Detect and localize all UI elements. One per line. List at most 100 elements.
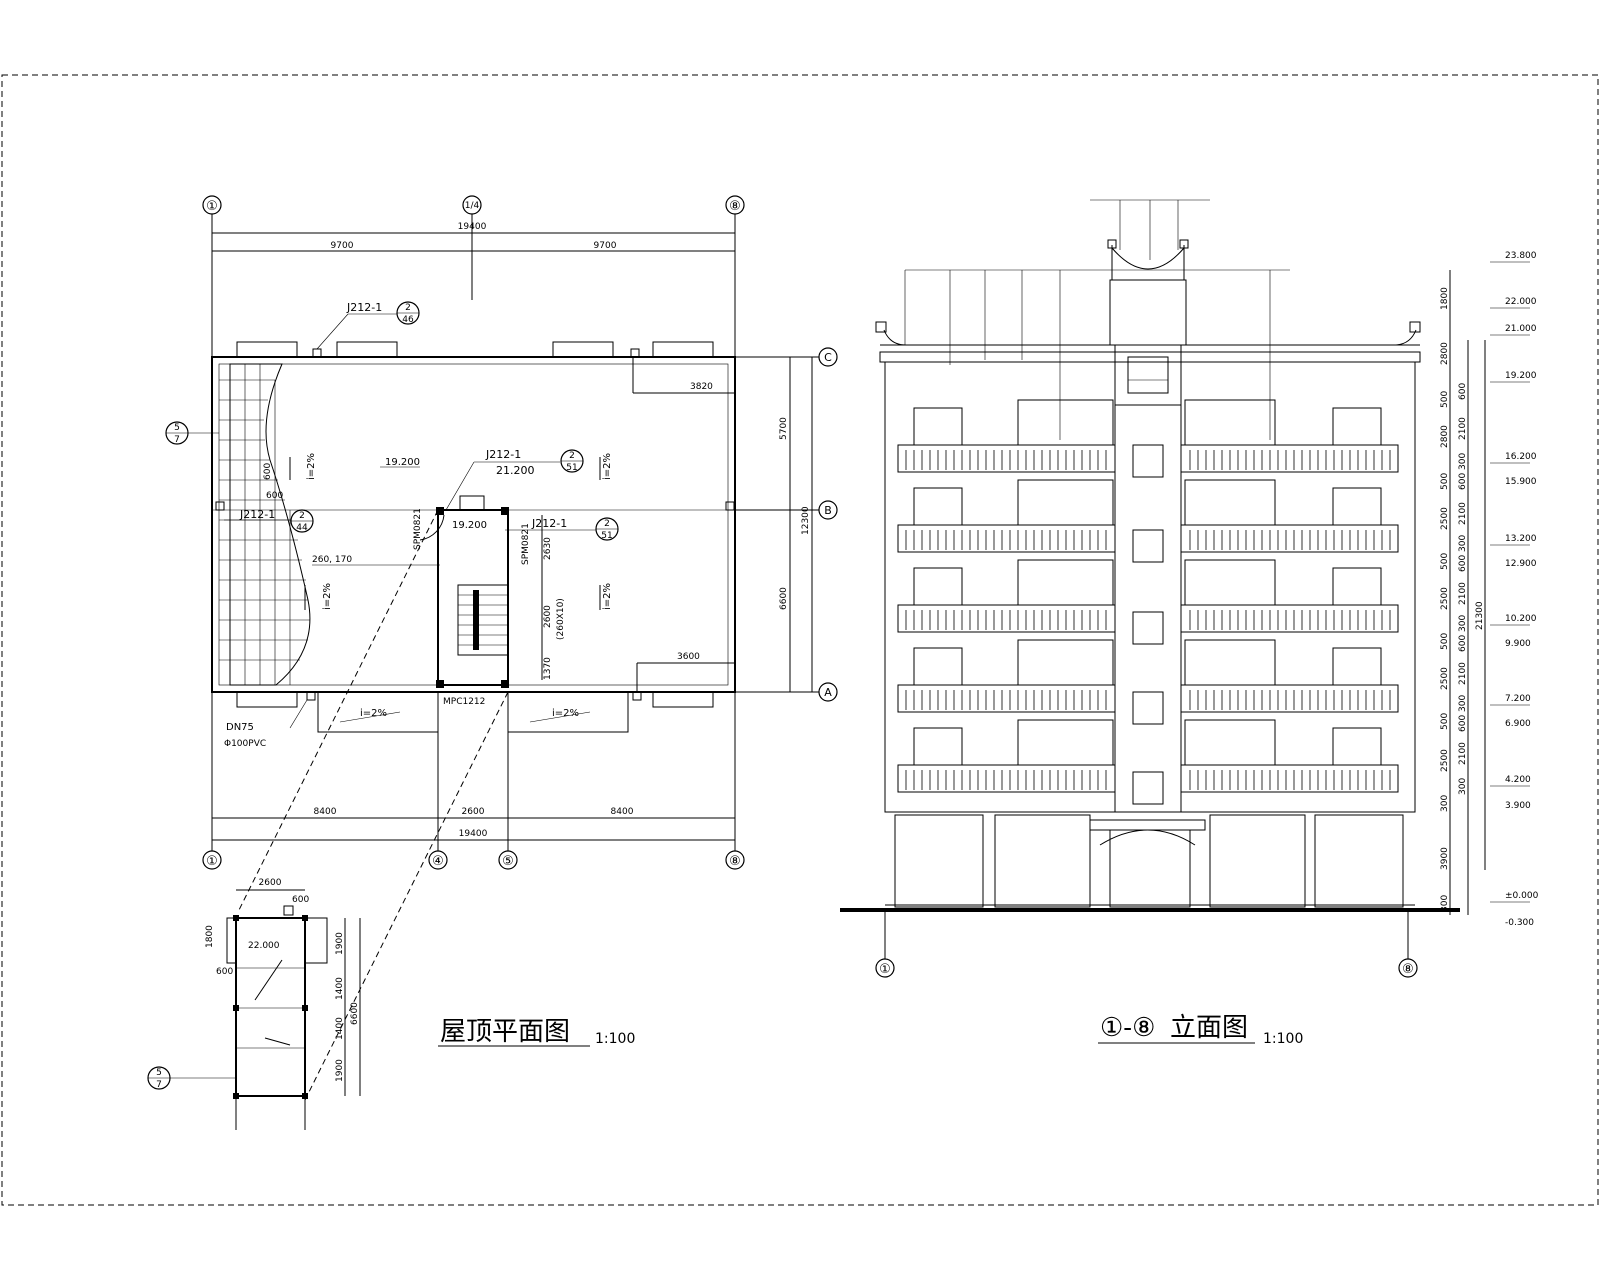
- stair-dim: 1370: [543, 657, 553, 680]
- dim: 600: [1458, 635, 1468, 652]
- sheet-border: [1, 74, 1599, 1206]
- detail-ref-sheet: 44: [296, 523, 308, 533]
- stair-roof-detail: 2600 600 22.000 1800 600 1900 1400 1400 …: [147, 878, 361, 1130]
- dim: 300: [1440, 795, 1450, 812]
- level: 6.900: [1505, 719, 1531, 729]
- dim: 600: [1458, 473, 1468, 490]
- slope-label: i=2%: [602, 453, 613, 480]
- dim-right: 1900: [335, 1059, 345, 1082]
- dim: 300: [1458, 695, 1468, 712]
- dim: 2100: [1458, 582, 1468, 605]
- small-dim: 600: [263, 463, 273, 480]
- dim-total: 21300: [1475, 601, 1485, 630]
- dim-total-top: 19400: [458, 222, 487, 232]
- slope-label: i=2%: [602, 583, 613, 610]
- dim: 300: [1458, 453, 1468, 470]
- dim-right: 1400: [335, 1017, 345, 1040]
- detail-ref-elev: 21.200: [496, 464, 535, 477]
- dim: 2100: [1458, 417, 1468, 440]
- elevation-title: 立面图: [1170, 1013, 1248, 1043]
- dim-left: 600: [216, 967, 233, 977]
- slope-label: i=2%: [306, 453, 317, 480]
- axis-label: B: [824, 504, 832, 517]
- spot-elevation: 22.000: [248, 941, 280, 951]
- dim-bottom: 2600: [462, 807, 485, 817]
- detail-ref-num: 2: [299, 511, 305, 521]
- detail-ref: J212-1: [239, 508, 275, 521]
- section-ref-num: 5: [174, 423, 180, 433]
- slope-label: i=2%: [322, 583, 333, 610]
- dim-right: 5700: [779, 417, 789, 440]
- detail-ref-num: 2: [569, 451, 575, 461]
- spot-elevation: 19.200: [452, 520, 487, 531]
- dim: 2600: [259, 878, 282, 888]
- dim-right: 1900: [335, 932, 345, 955]
- dim-3600: 3600: [677, 652, 700, 662]
- section-ref-sheet: 7: [174, 435, 180, 445]
- dim-top: 9700: [331, 241, 354, 251]
- detail-ref-num: 2: [604, 519, 610, 529]
- level: 16.200: [1505, 452, 1537, 462]
- dim-top: 9700: [594, 241, 617, 251]
- dim: 2500: [1440, 749, 1450, 772]
- section-ref-sheet: 7: [156, 1080, 162, 1090]
- dim: 500: [1440, 713, 1450, 730]
- detail-ref: J212-1: [485, 448, 521, 461]
- door-label: SPM0821: [413, 508, 423, 550]
- stair-dim: (260X10): [556, 598, 566, 640]
- dim: 500: [1440, 473, 1450, 490]
- dim: 2500: [1440, 587, 1450, 610]
- level: 10.200: [1505, 614, 1537, 624]
- level: 22.000: [1505, 297, 1537, 307]
- roof-plan-scale: 1:100: [595, 1031, 635, 1047]
- detail-ref-num: 2: [405, 303, 411, 313]
- dim-bottom-total: 19400: [459, 829, 488, 839]
- small-dim: 600: [266, 491, 283, 501]
- dim: 2500: [1440, 667, 1450, 690]
- dim-left: 1800: [205, 925, 215, 948]
- dim: 2800: [1440, 425, 1450, 448]
- pipe-note: Φ100PVC: [224, 739, 266, 749]
- axis-label: ⑧: [729, 199, 741, 214]
- section-ref-num: 5: [156, 1068, 162, 1078]
- door-label: SPM0821: [521, 523, 531, 565]
- dim: 2100: [1458, 662, 1468, 685]
- canopy-slope: i=2%: [552, 708, 579, 719]
- dim: 600: [1458, 555, 1468, 572]
- detail-ref-sheet: 51: [601, 531, 612, 541]
- dim: 2100: [1458, 742, 1468, 765]
- door-label: MPC1212: [443, 697, 485, 707]
- detail-ref-sheet: 46: [402, 315, 414, 325]
- dim: 300: [1458, 778, 1468, 795]
- dim: 600: [292, 895, 309, 905]
- elevation-view: ① ⑧ 1800 2800 500 2800 500 2500 500 2500…: [840, 199, 1539, 978]
- stair-dim: 2600: [543, 605, 553, 628]
- dim: 2500: [1440, 507, 1450, 530]
- axis-label: ⑧: [1402, 962, 1414, 977]
- level: 7.200: [1505, 694, 1531, 704]
- dim: 300: [1440, 895, 1450, 912]
- level: 4.200: [1505, 775, 1531, 785]
- level: 3.900: [1505, 801, 1531, 811]
- level-marks: 23.800 22.000 21.000 19.200 16.200 15.90…: [1490, 251, 1539, 928]
- axis-label: A: [824, 686, 832, 699]
- railings: [905, 450, 1391, 790]
- balconies: [897, 444, 1399, 793]
- axis-label: C: [824, 351, 832, 364]
- dim: 500: [1440, 391, 1450, 408]
- level: 21.000: [1505, 324, 1537, 334]
- roof-plan: ① 1/4 ⑧ 19400 9700 9700: [165, 195, 838, 1101]
- dim: 2800: [1440, 342, 1450, 365]
- axis-label: ④: [432, 854, 444, 869]
- canopy-slope: i=2%: [360, 708, 387, 719]
- level: ±0.000: [1505, 891, 1539, 901]
- level: 23.800: [1505, 251, 1537, 261]
- level: 19.200: [1505, 371, 1537, 381]
- pipe-note: DN75: [226, 722, 254, 733]
- detail-ref: J212-1: [531, 517, 567, 530]
- dim: 300: [1458, 535, 1468, 552]
- elevation-title-prefix: ①-⑧: [1100, 1013, 1155, 1043]
- level: 13.200: [1505, 534, 1537, 544]
- dim-right: 6600: [779, 587, 789, 610]
